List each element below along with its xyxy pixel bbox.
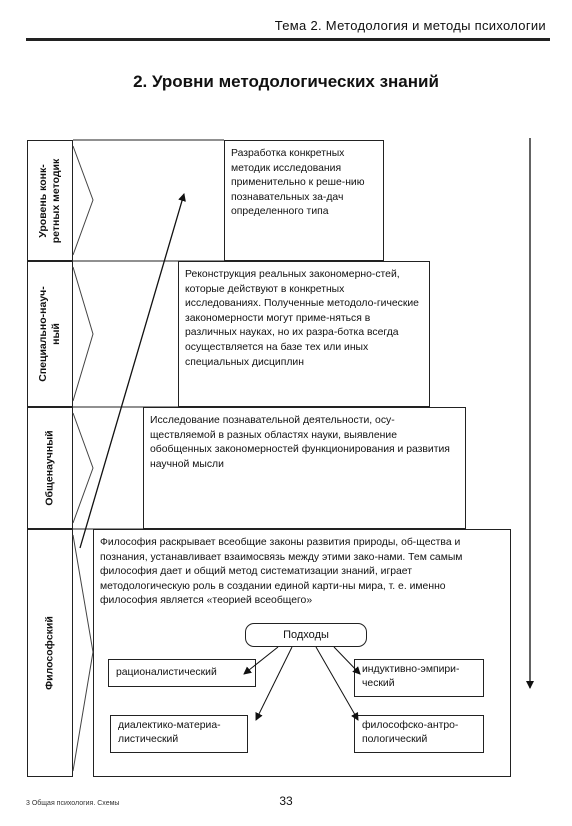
arrow-to-inductive [333, 646, 361, 675]
arrow-to-philosophical-anthropological [315, 646, 359, 721]
footer-left: 3 Общая психология. Схемы [26, 800, 120, 807]
chevron-level-2 [72, 266, 94, 402]
page-number: 33 [279, 794, 293, 808]
header-title: Тема 2. Методология и методы психологии [274, 18, 546, 33]
approach-philosophical-anthropological: философско-антро-пологический [354, 715, 484, 753]
level-box-general-scientific: Исследование познавательной деятельности… [143, 407, 466, 529]
section-title: 2. Уровни методологических знаний [133, 72, 439, 91]
level-label-special-scientific: Специально-науч- ный [27, 261, 73, 407]
level-text-philosophical: Философия раскрывает всеобщие законы раз… [100, 537, 463, 607]
header-rule [26, 38, 550, 41]
level-box-philosophical: Философия раскрывает всеобщие законы раз… [93, 529, 511, 777]
chevron-level-1 [72, 145, 94, 256]
level-text-concrete-methods: Разработка конкретных методик исследован… [231, 148, 365, 218]
chevron-level-4 [72, 534, 94, 772]
approach-rationalistic: рационалистический [108, 659, 256, 687]
arrow-to-rationalistic [243, 646, 279, 675]
approach-inductive-empirical: индуктивно-эмпири-ческий [354, 659, 484, 697]
approaches-title: Подходы [245, 623, 367, 647]
chevron-level-3 [72, 412, 94, 524]
level-label-concrete-methods: Уровень конк- ретных методик [27, 140, 73, 261]
level-box-concrete-methods: Разработка конкретных методик исследован… [224, 140, 384, 261]
approach-dialectical-materialistic: диалектико-материа-листический [110, 715, 248, 753]
level-label-general-scientific: Общенаучный [27, 407, 73, 529]
level-label-philosophical: Философский [27, 529, 73, 777]
level-text-special-scientific: Реконструкция реальных закономерно-стей,… [185, 269, 419, 368]
level-text-general-scientific: Исследование познавательной деятельности… [150, 415, 450, 470]
arrow-to-dialectical [255, 646, 293, 721]
level-box-special-scientific: Реконструкция реальных закономерно-стей,… [178, 261, 430, 407]
arrow-upward-diagonal [79, 193, 186, 549]
